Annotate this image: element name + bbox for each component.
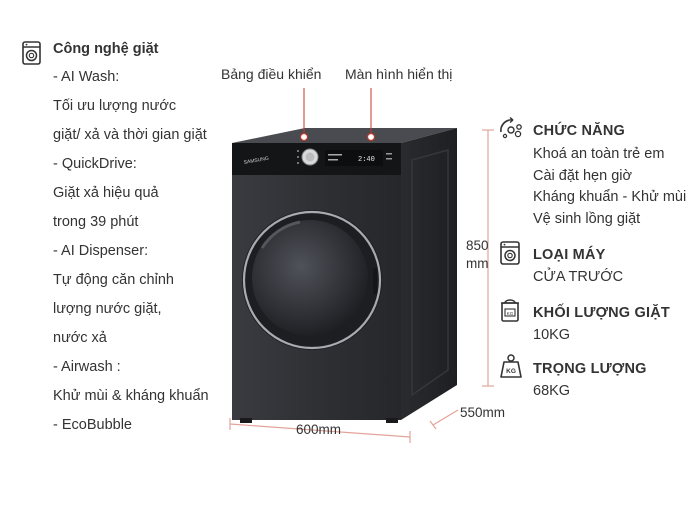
door-chrome-rim [242,210,382,350]
display-marker [366,132,376,142]
feature-line: giặt/ xả và thời gian giặt [53,127,207,143]
function-item: Khoá an toàn trẻ em [533,146,665,162]
feature-line: - AI Dispenser: [53,243,149,259]
machine-top [232,128,457,143]
feature-line: Tối ưu lượng nước [53,98,177,114]
feature-line: - EcoBubble [53,417,132,433]
wash-functions-icon [500,116,522,139]
function-item: Kháng khuẩn - Khử mùi [533,189,687,205]
laundry-basket-icon: KG [501,299,519,322]
type-value: CỬA TRƯỚC [533,269,624,285]
feature-line: - QuickDrive: [53,156,137,172]
control-panel-label: Bảng điều khiển [221,66,322,82]
control-panel-marker [299,132,309,142]
height-unit: mm [466,256,489,271]
front-load-washer-icon [500,241,520,265]
feature-line: Giặt xả hiệu quả [53,185,159,201]
width-dimension-line [229,423,411,438]
svg-text:2:40: 2:40 [358,156,375,164]
feature-line: nước xả [53,330,107,346]
feature-line: - AI Wash: [53,69,120,85]
width-value: 600mm [296,422,342,437]
machine-side [401,128,457,420]
weight-title: TRỌNG LƯỢNG [533,361,647,377]
function-item: Vệ sinh lồng giặt [533,211,641,227]
feature-line: Tự động căn chỉnh [53,272,174,288]
features-title: Công nghệ giặt [53,41,159,57]
capacity-value: 10KG [533,327,571,343]
capacity-title: KHỐI LƯỢNG GIẶT [533,305,670,321]
feature-line: - Airwash : [53,359,121,375]
weight-badge: KG [506,368,516,375]
functions-title: CHỨC NĂNG [533,123,625,139]
feature-line: Khử mùi & kháng khuẩn [53,388,209,404]
function-item: Cài đặt hẹn giờ [533,168,632,184]
weight-value: 68KG [533,383,571,399]
svg-text:KG: KG [507,311,514,316]
height-value: 850 [466,238,489,253]
display-label: Màn hình hiển thị [345,66,453,82]
door-glass [252,220,368,336]
depth-value: 550mm [460,405,506,420]
weight-icon: KG [500,354,522,378]
feature-line: trong 39 phút [53,214,139,230]
washer-icon [22,41,41,65]
depth-dimension-line [432,409,459,426]
brand-logo: SAMSUNG [243,156,269,166]
feature-line: lượng nước giặt, [53,301,162,317]
type-title: LOẠI MÁY [533,247,606,263]
